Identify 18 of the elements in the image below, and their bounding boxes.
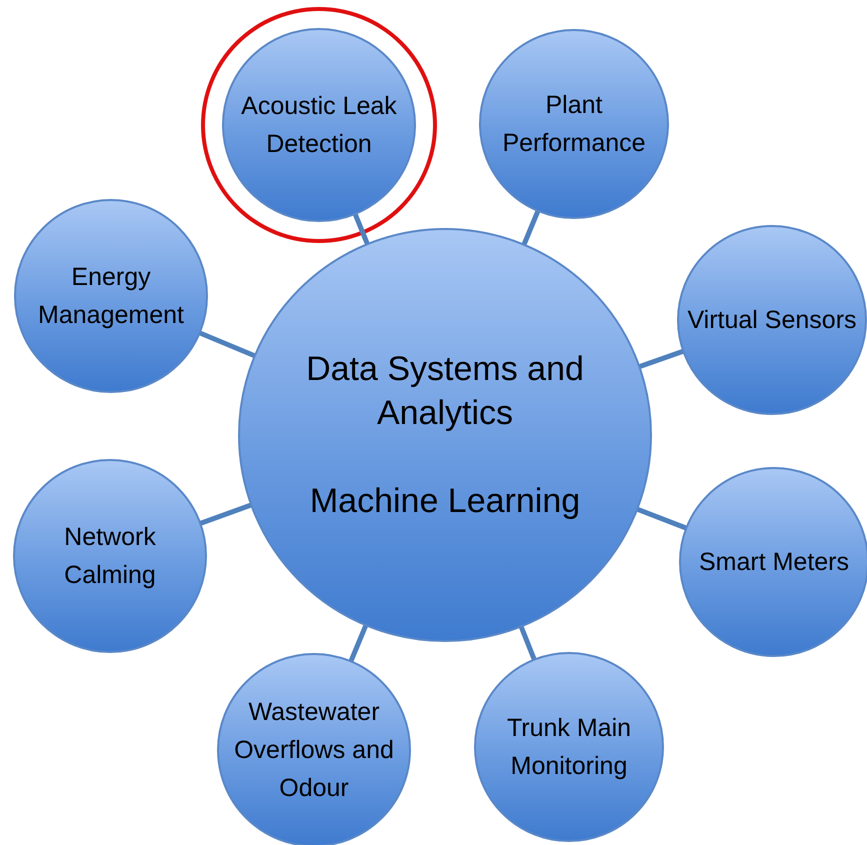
connector-line [348,623,369,664]
connector-line [521,208,541,247]
connector-line [198,502,254,526]
topic-label: Network Calming [63,522,157,591]
connector-line [352,212,370,246]
central-title: Data Systems and Analytics [305,349,585,434]
connector-line [518,624,537,662]
topic-label: Acoustic Leak Detection [240,91,398,160]
topic-label: Trunk Main Monitoring [506,713,632,782]
connector-line [638,348,686,370]
connector-line [635,506,688,531]
topic-label: Virtual Sensors [687,305,857,336]
central-subtitle: Machine Learning [310,481,580,522]
topic-label: Smart Meters [698,547,850,578]
topic-label: Wastewater Overflows and Odour [233,697,395,804]
topic-label: Energy Management [37,262,185,331]
connector-line [198,330,257,359]
topic-label: Plant Performance [501,90,647,159]
